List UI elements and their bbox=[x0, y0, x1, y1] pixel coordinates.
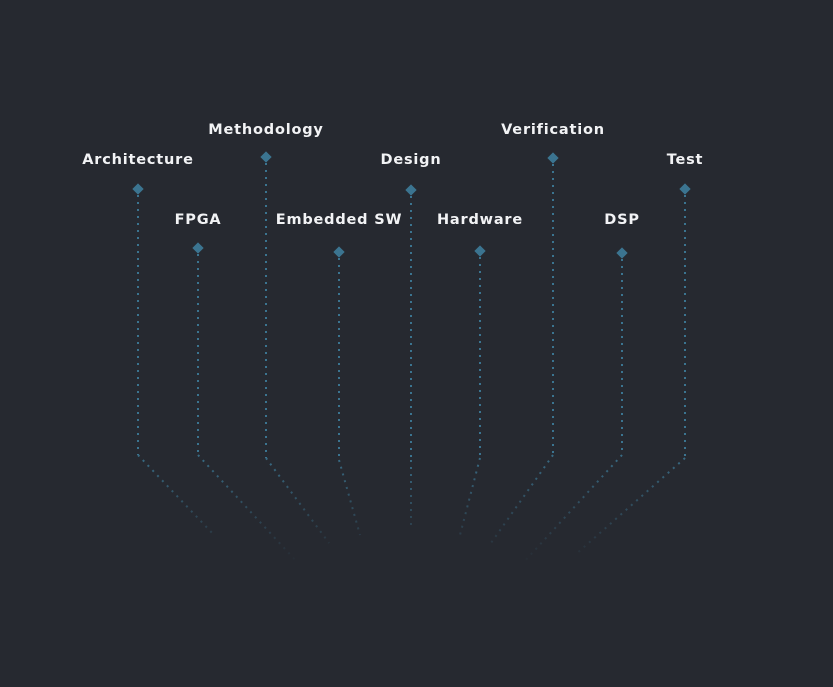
connector-diagonal-methodology bbox=[265, 457, 330, 544]
connector-diagonal-architecture bbox=[137, 454, 215, 536]
node-label-methodology: Methodology bbox=[208, 122, 324, 138]
diamond-marker-icon bbox=[679, 183, 691, 195]
node-label-design: Design bbox=[380, 152, 442, 168]
node-label-verification: Verification bbox=[501, 122, 605, 138]
diamond-marker-icon bbox=[616, 247, 628, 259]
connector-diagonal-verification bbox=[490, 454, 554, 544]
diamond-marker-icon bbox=[547, 152, 559, 164]
connector-diagonal-hardware bbox=[459, 457, 481, 536]
node-label-embedded-sw: Embedded SW bbox=[275, 212, 403, 228]
node-label-dsp: DSP bbox=[604, 212, 640, 228]
node-label-hardware: Hardware bbox=[436, 212, 524, 228]
diamond-marker-icon bbox=[132, 183, 144, 195]
diamond-marker-icon bbox=[260, 151, 272, 163]
diamond-marker-icon bbox=[192, 242, 204, 254]
node-label-fpga: FPGA bbox=[174, 212, 222, 228]
diamond-marker-icon bbox=[333, 246, 345, 258]
diamond-marker-icon bbox=[474, 245, 486, 257]
node-label-test: Test bbox=[666, 152, 704, 168]
connector-diagonal-dsp bbox=[523, 454, 623, 563]
connector-diagonal-fpga bbox=[197, 454, 298, 563]
connector-diagonal-embedded-sw bbox=[338, 459, 361, 536]
diamond-marker-icon bbox=[405, 184, 417, 196]
connector-diagonal-test bbox=[574, 457, 686, 556]
node-label-architecture: Architecture bbox=[82, 152, 194, 168]
